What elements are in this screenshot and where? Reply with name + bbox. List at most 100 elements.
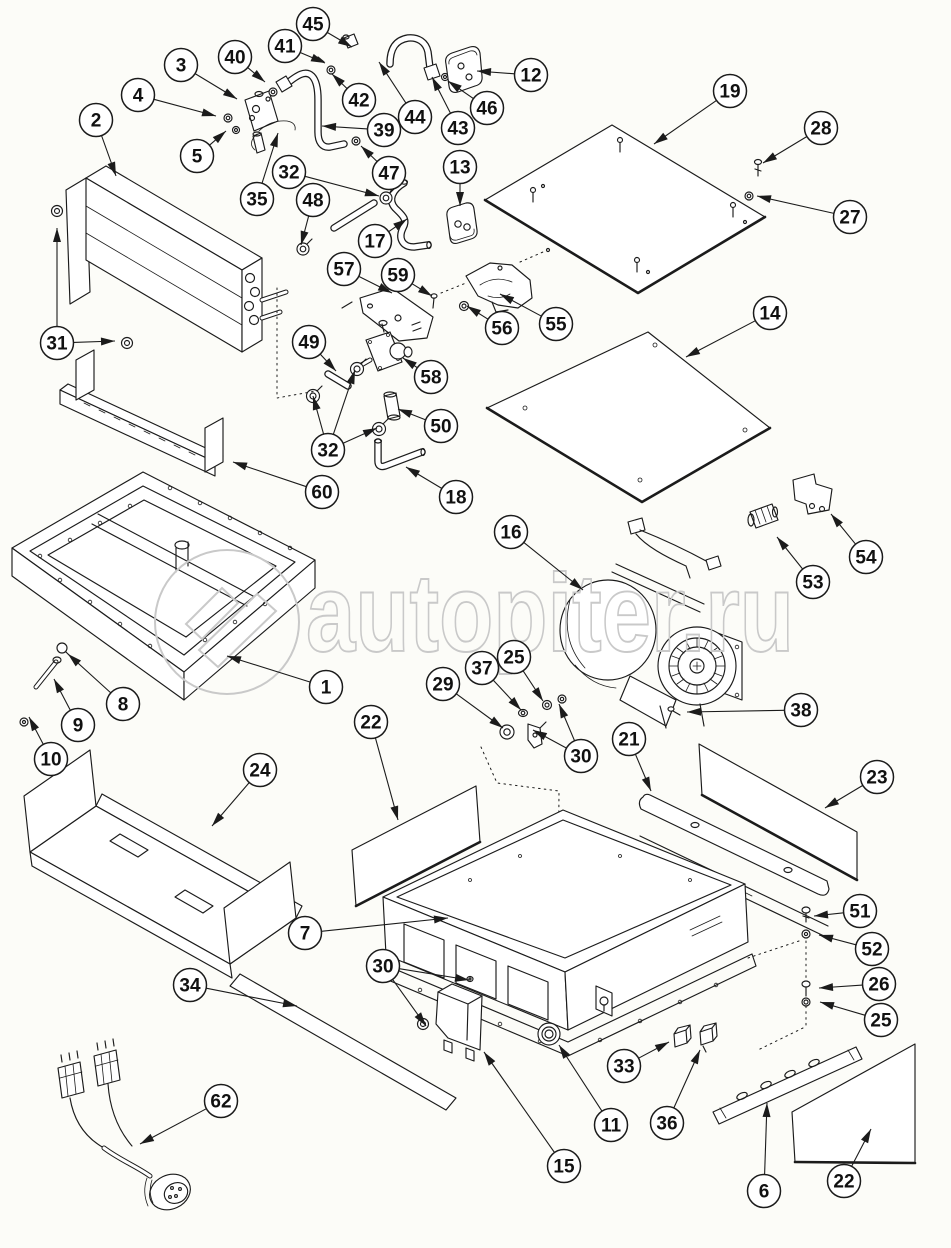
callout-number: 50 <box>430 417 451 438</box>
callout-50: 50 <box>397 408 459 444</box>
callout-53: 53 <box>776 536 831 600</box>
callout-balloon <box>611 721 647 757</box>
callout-balloon <box>413 359 449 395</box>
callout-10: 10 <box>28 716 69 777</box>
callout-number: 62 <box>210 1092 231 1113</box>
callout-40: 40 <box>217 39 266 83</box>
leader-line <box>762 1102 771 1175</box>
pad-12-drawing <box>445 46 483 93</box>
leader-line <box>326 31 353 48</box>
callout-6: 6 <box>746 1102 782 1209</box>
leader-line <box>830 513 857 545</box>
callout-balloon <box>746 1173 782 1209</box>
callout-number: 28 <box>810 119 831 140</box>
callout-number: 11 <box>601 1116 622 1137</box>
callout-balloon <box>832 199 868 235</box>
leader-line <box>261 132 279 184</box>
callout-51: 51 <box>813 893 878 929</box>
callout-32: 32 <box>310 369 378 468</box>
callout-number: 25 <box>870 1011 892 1032</box>
callout-balloon <box>513 57 549 93</box>
callout-59: 59 <box>380 257 433 297</box>
callout-number: 25 <box>503 648 525 669</box>
callout-number: 56 <box>491 319 512 340</box>
drain-pan-drawing <box>11 471 316 701</box>
callout-5: 5 <box>179 130 227 174</box>
leader-line <box>466 305 489 320</box>
callout-55: 55 <box>499 293 574 342</box>
drain-fittings-drawing <box>19 642 73 727</box>
callout-52: 52 <box>818 931 890 967</box>
callout-balloon <box>217 39 253 75</box>
callout-balloon <box>357 223 393 259</box>
leader-line <box>405 466 443 489</box>
leader-line <box>194 73 238 100</box>
callout-11: 11 <box>558 1044 629 1143</box>
callout-27: 27 <box>756 195 868 235</box>
callout-number: 7 <box>300 924 311 945</box>
watermark-text: autopiter.ru <box>306 552 794 675</box>
leader-line <box>558 1044 603 1112</box>
callout-balloon <box>859 759 895 795</box>
pad-13-drawing <box>446 202 478 245</box>
callout-balloon <box>341 82 377 118</box>
callout-number: 2 <box>91 111 102 132</box>
callout-14: 14 <box>685 295 788 358</box>
grommet-11-drawing <box>537 1022 561 1046</box>
leader-line <box>331 73 348 89</box>
callout-number: 55 <box>545 315 567 336</box>
callout-28: 28 <box>762 110 839 164</box>
callouts-layer: 4541403425353248423944434612131747192827… <box>28 6 899 1209</box>
callout-35: 35 <box>239 132 279 217</box>
callout-number: 42 <box>348 91 369 112</box>
hose-39-drawing <box>275 69 361 151</box>
callout-number: 38 <box>790 701 811 722</box>
top-panel-drawing <box>483 124 767 295</box>
callout-number: 24 <box>249 761 271 782</box>
callout-balloon <box>179 138 215 174</box>
callout-balloon <box>848 539 884 575</box>
panel-22-left-drawing <box>351 785 482 908</box>
callout-balloon <box>291 324 327 360</box>
leader-line <box>447 80 474 100</box>
bracket-57-drawing <box>341 282 467 342</box>
leader-line <box>685 320 756 358</box>
leader-line <box>638 1041 670 1059</box>
callout-24: 24 <box>211 752 278 827</box>
callout-number: 4 <box>133 86 144 107</box>
callout-balloon <box>425 666 461 702</box>
leader-line <box>818 934 857 946</box>
bracket-55-drawing <box>458 247 551 313</box>
callout-balloon <box>546 1148 582 1184</box>
leader-line <box>411 283 433 297</box>
callout-39: 39 <box>321 112 402 148</box>
callout-47: 47 <box>360 145 407 191</box>
panel-23-drawing <box>698 743 859 882</box>
callout-number: 8 <box>118 695 129 716</box>
leader-line <box>532 729 567 749</box>
callout-balloon <box>484 310 520 346</box>
callout-15: 15 <box>483 1051 582 1184</box>
callout-balloon <box>397 99 433 135</box>
callout-number: 16 <box>500 523 521 544</box>
leader-line <box>388 218 408 233</box>
callout-balloon <box>353 704 389 740</box>
callout-balloon <box>712 73 748 109</box>
callout-number: 54 <box>855 548 877 569</box>
callout-29: 29 <box>425 666 504 729</box>
leader-line <box>358 275 393 294</box>
callout-23: 23 <box>824 759 895 809</box>
callout-balloon <box>464 650 500 686</box>
callout-number: 27 <box>839 208 860 229</box>
callout-number: 21 <box>618 730 640 751</box>
callout-49: 49 <box>291 324 337 372</box>
leader-line <box>312 395 325 435</box>
leader-line <box>397 408 426 421</box>
callout-balloon <box>295 182 331 218</box>
leader-line <box>634 753 652 792</box>
callout-balloon <box>826 1163 862 1199</box>
leader-line <box>824 784 864 809</box>
callout-number: 17 <box>364 232 385 253</box>
